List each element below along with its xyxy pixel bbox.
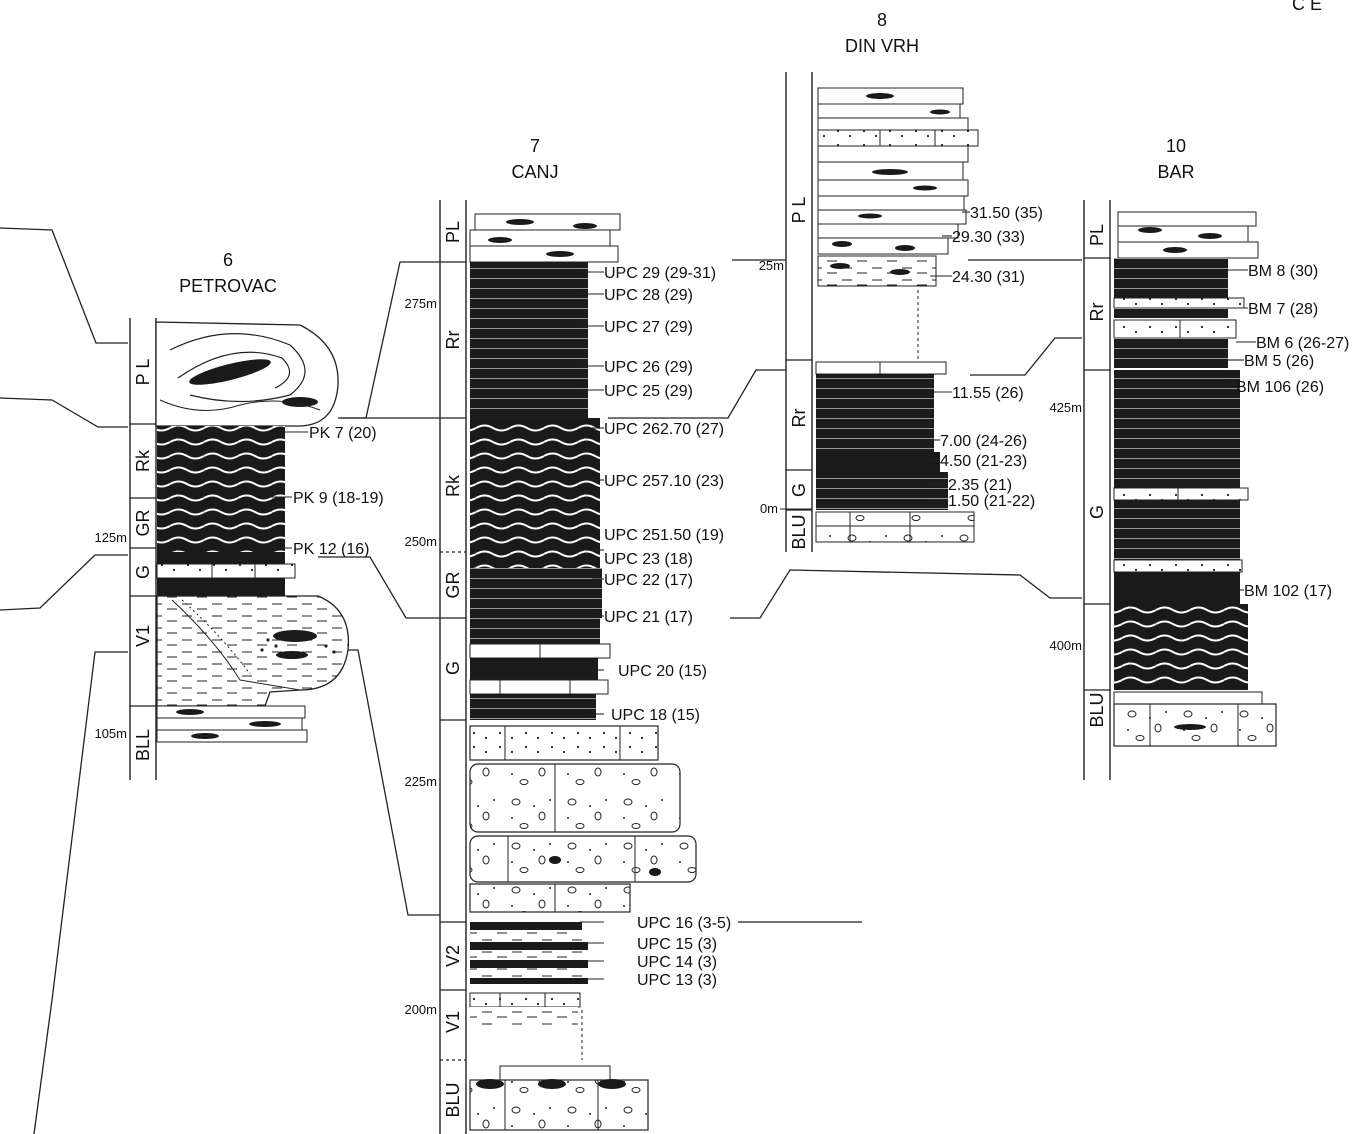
column-canj: 7 CANJ — [404, 136, 731, 1134]
sample-label: UPC 29 (29-31) — [604, 265, 716, 282]
unit-label: G — [1087, 505, 1107, 519]
scale-label: 125m — [94, 530, 127, 545]
sample-label: 29.30 (33) — [952, 229, 1025, 246]
unit-label: GR — [133, 509, 153, 536]
sample-label: BM 5 (26) — [1244, 353, 1314, 370]
unit-label: V1 — [443, 1011, 463, 1033]
scale-label: 25m — [759, 258, 784, 273]
sample-label: UPC 20 (15) — [618, 663, 707, 680]
sample-label: UPC 13 (3) — [637, 972, 717, 989]
sample-label: UPC 251.50 (19) — [604, 527, 724, 544]
scale-label: 275m — [404, 296, 437, 311]
unit-label: BLU — [789, 514, 809, 549]
sample-label: UPC 16 (3-5) — [637, 915, 731, 932]
sample-label: PK 7 (20) — [309, 425, 377, 442]
unit-label: Rr — [789, 409, 809, 428]
scale-label: 250m — [404, 534, 437, 549]
scale-label: 425m — [1049, 400, 1082, 415]
unit-label: Rr — [443, 331, 463, 350]
scale-label: 0m — [760, 501, 778, 516]
scale-label: 225m — [404, 774, 437, 789]
unit-label: PL — [443, 221, 463, 243]
sample-label: UPC 257.10 (23) — [604, 473, 724, 490]
unit-label: P L — [133, 359, 153, 386]
column-name: PETROVAC — [179, 276, 277, 296]
sample-label: 2.35 (21) — [948, 477, 1012, 494]
sample-label: PK 9 (18-19) — [293, 490, 384, 507]
sample-label: 1.50 (21-22) — [948, 493, 1035, 510]
sample-label: UPC 18 (15) — [611, 707, 700, 724]
sample-label: UPC 26 (29) — [604, 359, 693, 376]
column-name: CANJ — [511, 162, 558, 182]
column-name: DIN VRH — [845, 36, 919, 56]
sample-label: UPC 21 (17) — [604, 609, 693, 626]
sample-label: BM 6 (26-27) — [1256, 335, 1349, 352]
unit-label: Rk — [133, 449, 153, 472]
sample-label: BM 7 (28) — [1248, 301, 1318, 318]
unit-label: G — [133, 565, 153, 579]
column-name: BAR — [1157, 162, 1194, 182]
sample-label: 4.50 (21-23) — [940, 453, 1027, 470]
sample-label: BM 106 (26) — [1236, 379, 1324, 396]
column-petrovac: 6 PETROVAC — [94, 250, 383, 780]
sample-label: 11.55 (26) — [952, 385, 1024, 402]
unit-label: V2 — [443, 945, 463, 967]
unit-label: BLL — [133, 729, 153, 761]
unit-label: BLU — [443, 1082, 463, 1117]
column-din-vrh: 8 DIN VRH — [759, 10, 1043, 552]
unit-label: G — [789, 483, 809, 497]
sample-label: UPC 27 (29) — [604, 319, 693, 336]
sample-label: UPC 28 (29) — [604, 287, 693, 304]
sample-label: UPC 22 (17) — [604, 572, 693, 589]
scale-label: 400m — [1049, 638, 1082, 653]
column-number: 7 — [530, 136, 540, 156]
unit-label: V1 — [133, 625, 153, 647]
unit-label: P L — [789, 197, 809, 224]
unit-label: Rr — [1087, 303, 1107, 322]
sample-label: UPC 15 (3) — [637, 936, 717, 953]
sample-label: UPC 23 (18) — [604, 551, 693, 568]
scale-label: 200m — [404, 1002, 437, 1017]
scale-label: 105m — [94, 726, 127, 741]
column-number: 6 — [223, 250, 233, 270]
unit-label: BLU — [1087, 692, 1107, 727]
unit-label: G — [443, 661, 463, 675]
sample-label: UPC 25 (29) — [604, 383, 693, 400]
sample-label: BM 102 (17) — [1244, 583, 1332, 600]
sample-label: UPC 262.70 (27) — [604, 421, 724, 438]
sample-label: UPC 14 (3) — [637, 954, 717, 971]
corner-mark: C E — [1292, 0, 1322, 14]
sample-label: 7.00 (24-26) — [940, 433, 1027, 450]
column-number: 8 — [877, 10, 887, 30]
sample-label: BM 8 (30) — [1248, 263, 1318, 280]
unit-label: PL — [1087, 224, 1107, 246]
unit-label: GR — [443, 571, 463, 598]
sample-label: 24.30 (31) — [952, 269, 1025, 286]
sample-label: PK 12 (16) — [293, 541, 369, 558]
column-number: 10 — [1166, 136, 1186, 156]
unit-label: Rk — [443, 474, 463, 497]
column-bar: 10 BAR — [1049, 136, 1349, 780]
sample-label: 31.50 (35) — [970, 205, 1043, 222]
